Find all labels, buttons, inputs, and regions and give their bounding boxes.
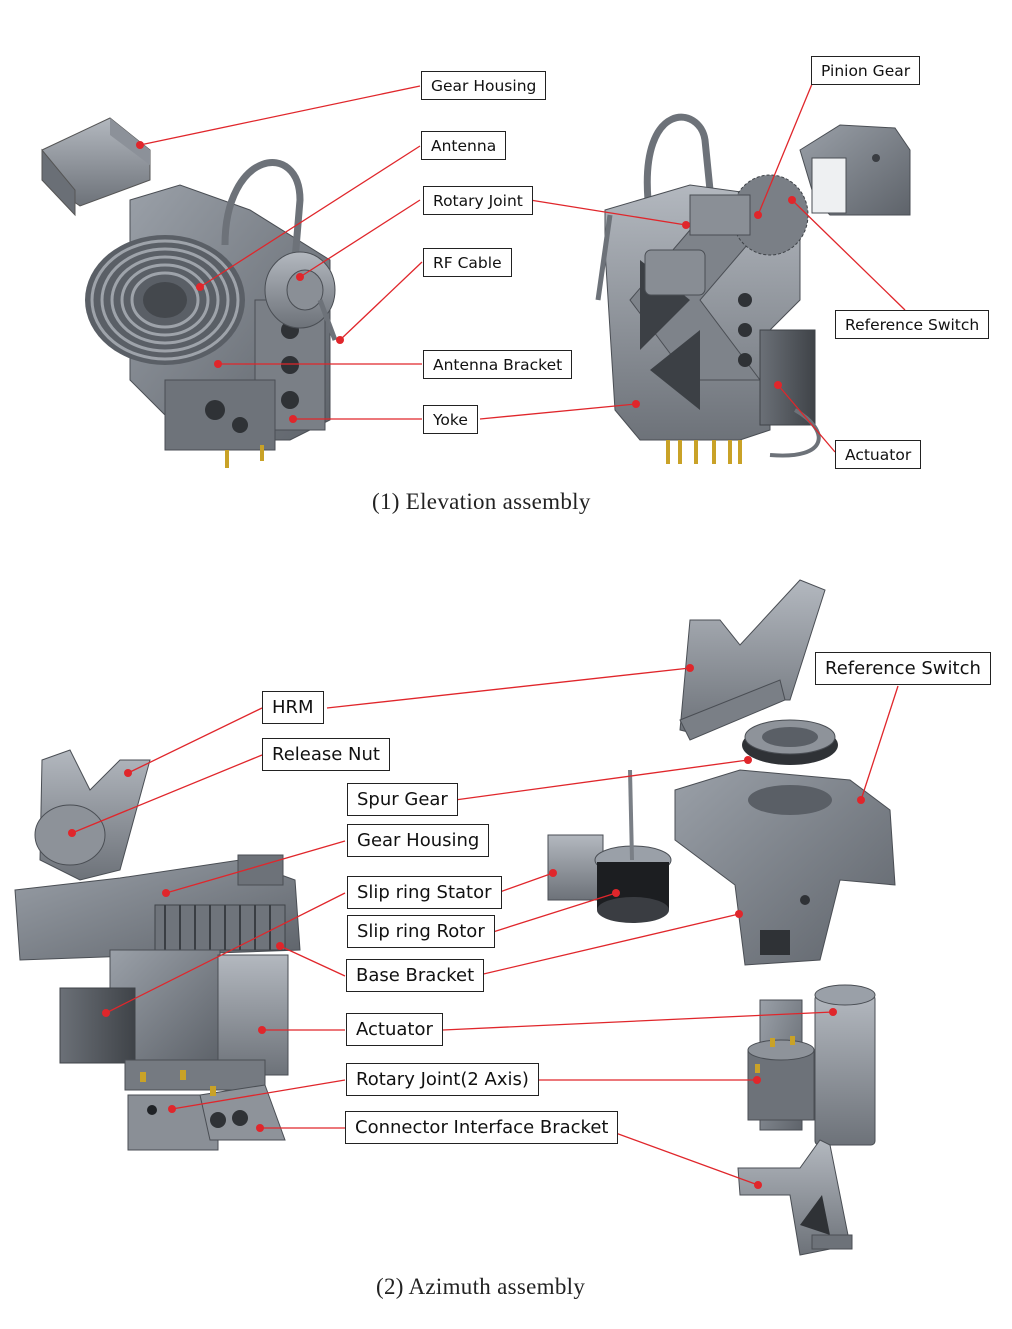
label-antenna-bracket: Antenna Bracket xyxy=(423,350,573,379)
leader-base-bracket-left xyxy=(279,945,346,977)
leader-pinion-gear xyxy=(757,83,813,216)
gear-housing-cover xyxy=(41,117,151,217)
leader-yoke-right xyxy=(479,403,637,420)
leader-gear-housing xyxy=(139,85,421,146)
label-actuator: Actuator xyxy=(835,440,922,469)
leader-base-bracket-right xyxy=(474,913,740,977)
azimuth-exploded-model xyxy=(547,579,896,1256)
caption-azimuth: (2) Azimuth assembly xyxy=(376,1274,586,1299)
leader-dots xyxy=(68,141,865,1189)
leader-hrm-left xyxy=(127,707,263,774)
leader-rotary-joint xyxy=(299,199,421,278)
label-reference-switch: Reference Switch xyxy=(835,310,990,339)
leader-antenna xyxy=(199,145,421,288)
leader-lines xyxy=(71,83,906,1186)
label-reference-switch-az: Reference Switch xyxy=(815,652,991,685)
leader-reference-switch-az xyxy=(860,685,899,801)
leader-actuator-right xyxy=(442,1011,834,1031)
antenna-horn xyxy=(85,235,245,365)
label-spur-gear: Spur Gear xyxy=(347,783,458,816)
leader-connector-bracket-right xyxy=(601,1127,759,1186)
elevation-right-model xyxy=(595,113,911,464)
leader-hrm-right xyxy=(326,667,691,709)
leader-slip-ring-stator-right xyxy=(496,872,554,894)
label-rotary-joint: Rotary Joint xyxy=(423,186,533,215)
leader-spur-gear xyxy=(454,759,749,801)
leader-slip-ring-rotor xyxy=(492,892,617,933)
elevation-left-model xyxy=(41,117,338,468)
label-connector-interface-bracket: Connector Interface Bracket xyxy=(345,1111,619,1144)
label-gear-housing: Gear Housing xyxy=(421,71,547,100)
azimuth-left-model xyxy=(14,749,301,1151)
caption-elevation: (1) Elevation assembly xyxy=(372,489,591,514)
label-release-nut: Release Nut xyxy=(262,738,390,771)
label-hrm: HRM xyxy=(262,691,324,724)
leader-actuator xyxy=(777,384,836,453)
leader-slip-ring-stator-left xyxy=(105,892,346,1014)
label-gear-housing-az: Gear Housing xyxy=(347,824,490,857)
label-pinion-gear: Pinion Gear xyxy=(811,56,921,85)
leader-release-nut xyxy=(71,754,263,834)
leader-rf-cable xyxy=(339,261,423,341)
label-base-bracket: Base Bracket xyxy=(346,959,485,992)
leader-rotary-joint-right xyxy=(529,199,687,226)
label-rotary-joint-2axis: Rotary Joint(2 Axis) xyxy=(346,1063,539,1096)
leader-rotary-joint-2axis-left xyxy=(171,1079,346,1110)
label-slip-ring-stator: Slip ring Stator xyxy=(347,876,502,909)
label-slip-ring-rotor: Slip ring Rotor xyxy=(347,915,495,948)
label-yoke: Yoke xyxy=(423,405,478,434)
leader-reference-switch xyxy=(791,199,906,311)
label-actuator-az: Actuator xyxy=(346,1013,443,1046)
label-rf-cable: RF Cable xyxy=(423,248,512,277)
label-antenna: Antenna xyxy=(421,131,507,160)
leader-gear-housing-az xyxy=(165,840,346,894)
